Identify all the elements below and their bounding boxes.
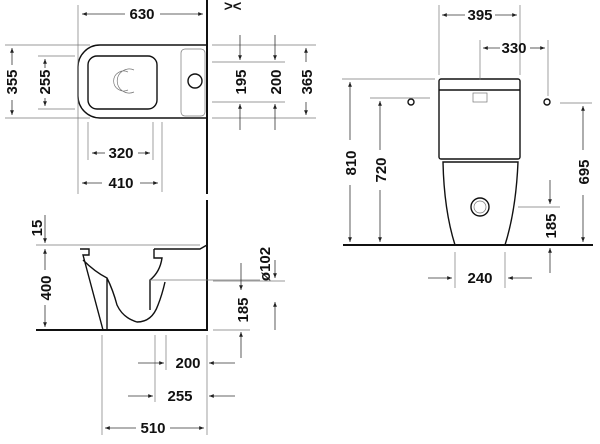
dim-330: 330 xyxy=(501,40,526,57)
outlet-front xyxy=(470,197,490,217)
outlet-circle xyxy=(187,73,203,89)
dim-355: 355 xyxy=(4,69,21,94)
fixing-left xyxy=(407,98,415,106)
bowl-front xyxy=(442,161,519,246)
dim-200-side: 200 xyxy=(175,355,200,372)
dim-630: 630 xyxy=(129,6,154,23)
dim-720: 720 xyxy=(373,157,390,182)
dim-15: 15 xyxy=(29,220,46,237)
side-view: 15 400 ø102 185 200 255 510 xyxy=(29,200,285,437)
dim-255: 255 xyxy=(37,69,54,94)
tank-outline xyxy=(180,48,206,117)
dim-255-side: 255 xyxy=(167,388,192,405)
dim-410: 410 xyxy=(108,175,133,192)
dim-810: 810 xyxy=(343,150,360,175)
dim-695: 695 xyxy=(576,159,593,184)
dim-185-front: 185 xyxy=(543,213,560,238)
tank-front xyxy=(438,78,521,160)
dim-365: 365 xyxy=(299,69,316,94)
seat-outline xyxy=(87,55,158,110)
logo-mark xyxy=(113,68,135,94)
dim-195: 195 xyxy=(233,69,250,94)
top-view: 630 >< 320 410 355 255 195 200 365 xyxy=(4,0,316,194)
dim-400: 400 xyxy=(38,275,55,300)
dim-395: 395 xyxy=(467,7,492,24)
dim-102-diameter: ø102 xyxy=(257,247,274,281)
fixing-right xyxy=(543,98,551,106)
dim-240: 240 xyxy=(467,270,492,287)
wall-symbol: >< xyxy=(224,0,242,15)
dim-510: 510 xyxy=(140,420,165,437)
dim-320: 320 xyxy=(108,145,133,162)
front-view: 395 330 810 720 695 185 240 xyxy=(342,5,593,288)
bowl-section xyxy=(80,244,208,331)
dim-185-side: 185 xyxy=(235,297,252,322)
dim-200-top: 200 xyxy=(268,69,285,94)
